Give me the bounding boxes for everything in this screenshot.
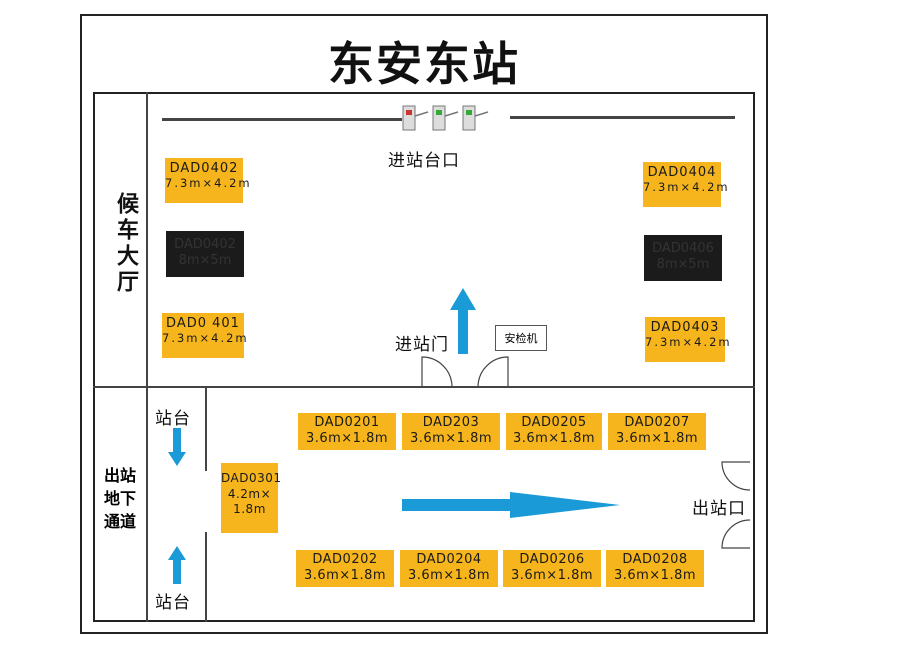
board-size: 8m×5m <box>178 252 232 268</box>
board-code: DAD0 401 <box>166 316 240 331</box>
board-size-line2: 1.8m <box>233 502 266 517</box>
entrance-door-icon <box>421 356 509 388</box>
security-machine: 安检机 <box>495 325 547 351</box>
board-size: 3.6m×1.8m <box>305 430 389 446</box>
board-code: DAD0301 <box>221 471 282 485</box>
turnstile-icon <box>462 105 489 131</box>
turnstile-icon <box>432 105 459 131</box>
led-screen-right: DAD0406 8m×5m <box>644 235 722 281</box>
plan-frame <box>93 92 755 622</box>
led-screen-left: DAD0402 8m×5m <box>166 231 244 277</box>
exit-direction-arrow-icon <box>402 492 620 518</box>
board-code: DAD0206 <box>519 552 585 567</box>
board-code: DAD0202 <box>312 552 378 567</box>
ad-board-dad0402: DAD0402 7.3m×4.2m <box>165 158 252 203</box>
tunnel-wall-left <box>146 386 148 622</box>
board-size: 3.6m×1.8m <box>510 567 594 583</box>
entrance-arrow-icon <box>450 288 476 354</box>
gate-line-left <box>162 118 402 121</box>
board-code: DAD0204 <box>416 552 482 567</box>
exit-tunnel-label-line2: 地下 <box>103 489 136 508</box>
board-code: DAD0402 <box>169 161 239 176</box>
board-size: 3.6m×1.8m <box>407 567 491 583</box>
board-size: 7.3m×4.2m <box>165 175 252 190</box>
station-outer-frame <box>80 14 768 634</box>
board-code: DAD203 <box>422 415 480 430</box>
exit-door-icon <box>721 461 751 549</box>
ad-board-dad0403: DAD0403 7.3m×4.2m <box>645 317 732 362</box>
ad-board-dad0202: DAD0202 3.6m×1.8m <box>296 550 394 587</box>
board-code: DAD0406 <box>652 241 714 256</box>
waiting-hall-label: 候车大厅 <box>113 192 138 296</box>
entrance-counter-label: 进站台口 <box>388 151 460 171</box>
left-column-divider <box>146 92 148 388</box>
ad-board-dad0404: DAD0404 7.3m×4.2m <box>643 162 730 207</box>
turnstile-icons <box>402 105 489 131</box>
hall-tunnel-divider <box>93 386 755 388</box>
ad-board-dad0205: DAD0205 3.6m×1.8m <box>506 413 602 450</box>
ad-board-dad0204: DAD0204 3.6m×1.8m <box>400 550 498 587</box>
board-size: 3.6m×1.8m <box>613 567 697 583</box>
board-size: 7.3m×4.2m <box>643 179 730 194</box>
gate-line-right <box>510 116 735 119</box>
ad-board-dad0201: DAD0201 3.6m×1.8m <box>298 413 396 450</box>
board-size: 3.6m×1.8m <box>615 430 699 446</box>
platform-label-bottom: 站台 <box>155 593 191 613</box>
exit-tunnel-label-line3: 通道 <box>103 512 136 531</box>
ad-board-dad0301: DAD0301 4.2m× 1.8m <box>221 463 282 533</box>
board-code: DAD0402 <box>174 237 236 252</box>
board-code: DAD0208 <box>622 552 688 567</box>
turnstile-icon <box>402 105 429 131</box>
board-size: 3.6m×1.8m <box>512 430 596 446</box>
exit-label: 出站口 <box>692 499 746 519</box>
board-size: 7.3m×4.2m <box>645 334 732 349</box>
board-code: DAD0201 <box>314 415 380 430</box>
up-arrow-icon <box>168 546 186 584</box>
exit-tunnel-label: 出站 地下 通道 <box>96 464 144 533</box>
ad-board-dad0401: DAD0 401 7.3m×4.2m <box>162 313 249 358</box>
ad-board-dad203: DAD203 3.6m×1.8m <box>402 413 500 450</box>
station-title: 东安东站 <box>328 37 520 91</box>
platform-label-top: 站台 <box>155 409 191 429</box>
board-size: 3.6m×1.8m <box>303 567 387 583</box>
board-size: 7.3m×4.2m <box>162 330 249 345</box>
ad-board-dad0206: DAD0206 3.6m×1.8m <box>503 550 601 587</box>
down-arrow-icon <box>168 428 186 466</box>
board-size: 3.6m×1.8m <box>409 430 493 446</box>
board-code: DAD0205 <box>521 415 587 430</box>
board-code: DAD0404 <box>647 165 717 180</box>
ad-board-dad0208: DAD0208 3.6m×1.8m <box>606 550 704 587</box>
tunnel-wall-right-bottom <box>205 532 207 622</box>
ad-board-dad0207: DAD0207 3.6m×1.8m <box>608 413 706 450</box>
board-code: DAD0403 <box>650 320 720 335</box>
board-size: 8m×5m <box>656 256 710 272</box>
exit-tunnel-label-line1: 出站 <box>103 466 136 485</box>
board-code: DAD0207 <box>624 415 690 430</box>
entrance-gate-label: 进站门 <box>395 335 449 355</box>
board-size-line1: 4.2m× <box>227 486 272 501</box>
tunnel-wall-right-top <box>205 386 207 471</box>
